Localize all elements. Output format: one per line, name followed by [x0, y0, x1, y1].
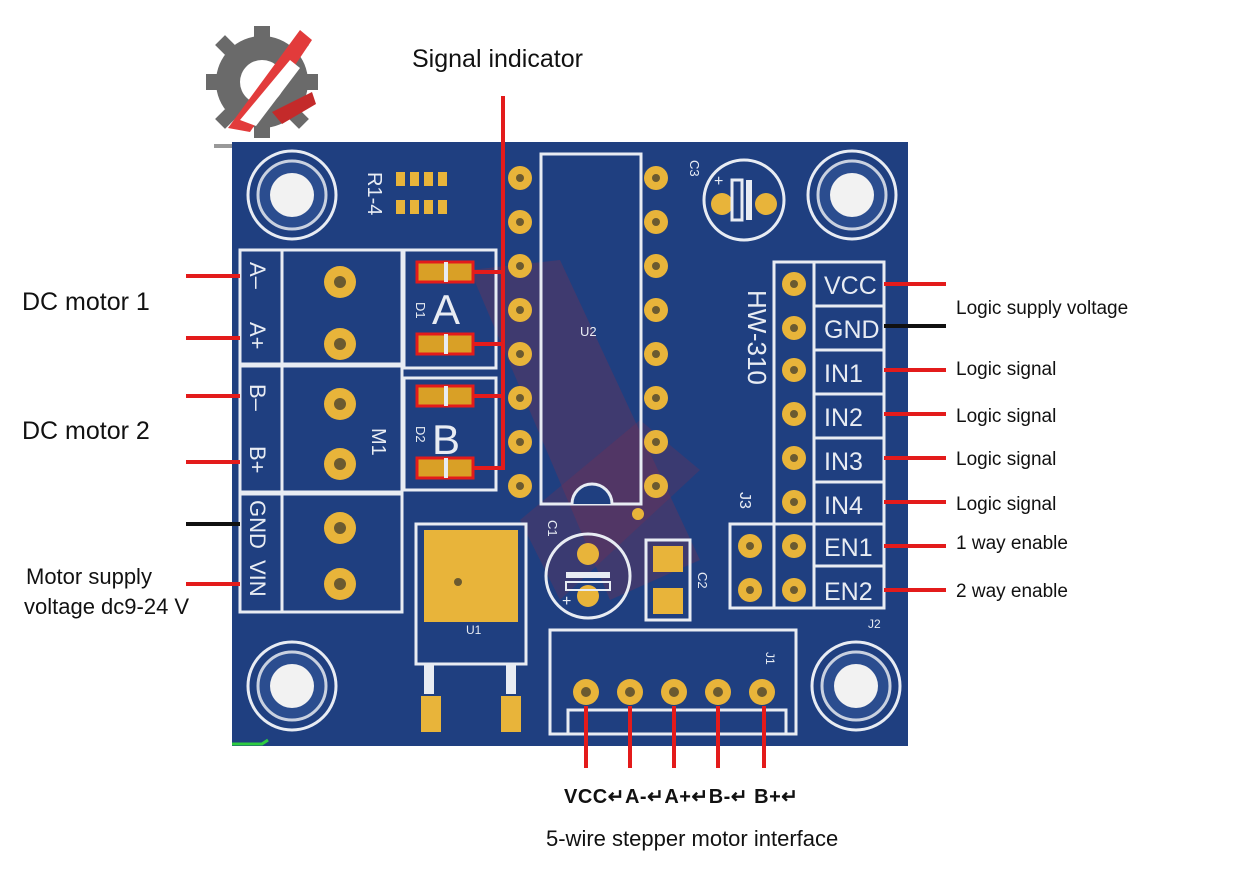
j2-label: J2: [868, 617, 881, 631]
c1-label: C1: [545, 520, 560, 537]
led-a-label: A: [432, 286, 460, 333]
j1-label: J1: [763, 652, 777, 665]
resistor-label: R1-4: [363, 172, 385, 215]
d2-label: D2: [413, 426, 428, 443]
ic-label: U2: [580, 324, 597, 339]
logic-signal-4-label: Logic signal: [956, 495, 1056, 514]
terminal-pin-vin: VIN: [245, 560, 270, 597]
d1-label: D1: [413, 302, 428, 319]
svg-text:+: +: [714, 173, 723, 190]
j3-label: J3: [736, 492, 753, 509]
header-pin-in1: IN1: [824, 360, 863, 388]
logic-supply-label: Logic supply voltage: [956, 299, 1128, 318]
board-model: HW-310: [742, 290, 772, 385]
c3-label: C3: [687, 160, 702, 177]
terminal-pin-a-plus: A+: [245, 322, 270, 350]
logic-signal-2-label: Logic signal: [956, 407, 1056, 426]
c2-label: C2: [695, 572, 710, 589]
header-pin-in3: IN3: [824, 448, 863, 476]
svg-text:+: +: [562, 593, 571, 610]
pcb-board: [232, 142, 908, 746]
header-pin-en1: EN1: [824, 534, 873, 562]
header-pin-gnd: GND: [824, 316, 880, 344]
terminal-pin-a-minus: A–: [245, 262, 270, 290]
header-pin-in4: IN4: [824, 492, 863, 520]
logic-signal-1-label: Logic signal: [956, 360, 1056, 379]
stepper-interface-label: 5-wire stepper motor interface: [546, 828, 838, 850]
enable-1-label: 1 way enable: [956, 534, 1068, 553]
stepper-pin-labels: VCC↵A-↵A+↵B-↵ B+↵: [564, 787, 799, 807]
header-pin-in2: IN2: [824, 404, 863, 432]
motor-supply-label-line1: Motor supply: [26, 566, 152, 588]
enable-2-label: 2 way enable: [956, 582, 1068, 601]
terminal-label: M1: [367, 428, 389, 456]
dc-motor-1-label: DC motor 1: [22, 290, 150, 315]
terminal-pin-b-minus: B–: [245, 384, 270, 412]
signal-indicator-label: Signal indicator: [412, 47, 583, 72]
dc-motor-2-label: DC motor 2: [22, 419, 150, 444]
logic-signal-3-label: Logic signal: [956, 450, 1056, 469]
motor-supply-label-line2: voltage dc9-24 V: [24, 596, 189, 618]
header-pin-vcc: VCC: [824, 272, 877, 300]
header-pin-en2: EN2: [824, 578, 873, 606]
logo-icon: [206, 26, 318, 148]
led-b-label: B: [432, 416, 460, 463]
terminal-pin-b-plus: B+: [245, 446, 270, 474]
terminal-pin-gnd: GND: [245, 500, 270, 549]
u1-label: U1: [466, 623, 482, 637]
